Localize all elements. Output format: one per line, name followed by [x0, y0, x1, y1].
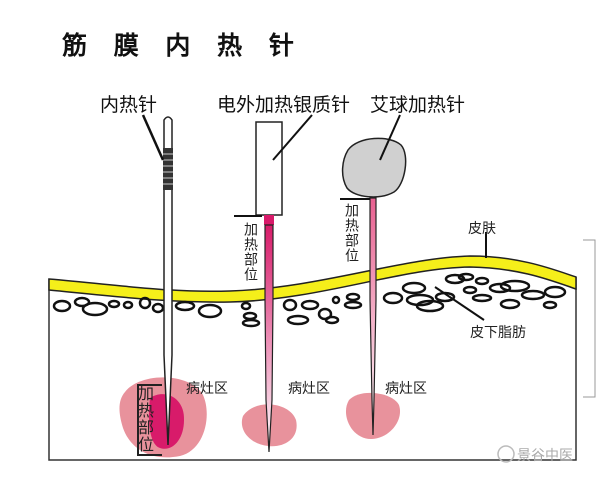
lesion-label-2: 病灶区 — [288, 381, 330, 397]
moxa-ball — [341, 137, 407, 198]
fat-label: 皮下脂肪 — [470, 325, 526, 341]
needle-label-2: 电外加热银质针 — [217, 94, 351, 116]
needle-label-3: 艾球加热针 — [370, 94, 466, 116]
skin-label: 皮肤 — [468, 221, 496, 237]
skin-layer — [48, 255, 577, 303]
lesion-label-3: 病灶区 — [385, 381, 427, 397]
lesion-label-1: 病灶区 — [186, 381, 228, 397]
silver-needle-handle — [255, 121, 283, 216]
page-title: 筋 膜 内 热 针 — [62, 31, 303, 60]
needle-3 — [341, 137, 407, 436]
needle-2 — [255, 121, 283, 453]
watermark: 景谷中医 — [517, 448, 573, 464]
fat-cells — [52, 272, 567, 328]
heating-label-2: 加热部位 — [242, 222, 258, 282]
right-bracket — [583, 239, 596, 398]
tissue-frame — [48, 277, 577, 461]
fat-pointer — [434, 286, 485, 321]
needle-1 — [163, 116, 173, 446]
needle-label-1: 内热针 — [100, 94, 158, 116]
heating-bracket-1 — [137, 384, 162, 456]
heating-label-3: 加热部位 — [343, 203, 359, 263]
needle-1-grip — [163, 148, 173, 190]
watermark-icon — [497, 445, 515, 463]
heating-label-1: 加热部位 — [135, 385, 154, 453]
